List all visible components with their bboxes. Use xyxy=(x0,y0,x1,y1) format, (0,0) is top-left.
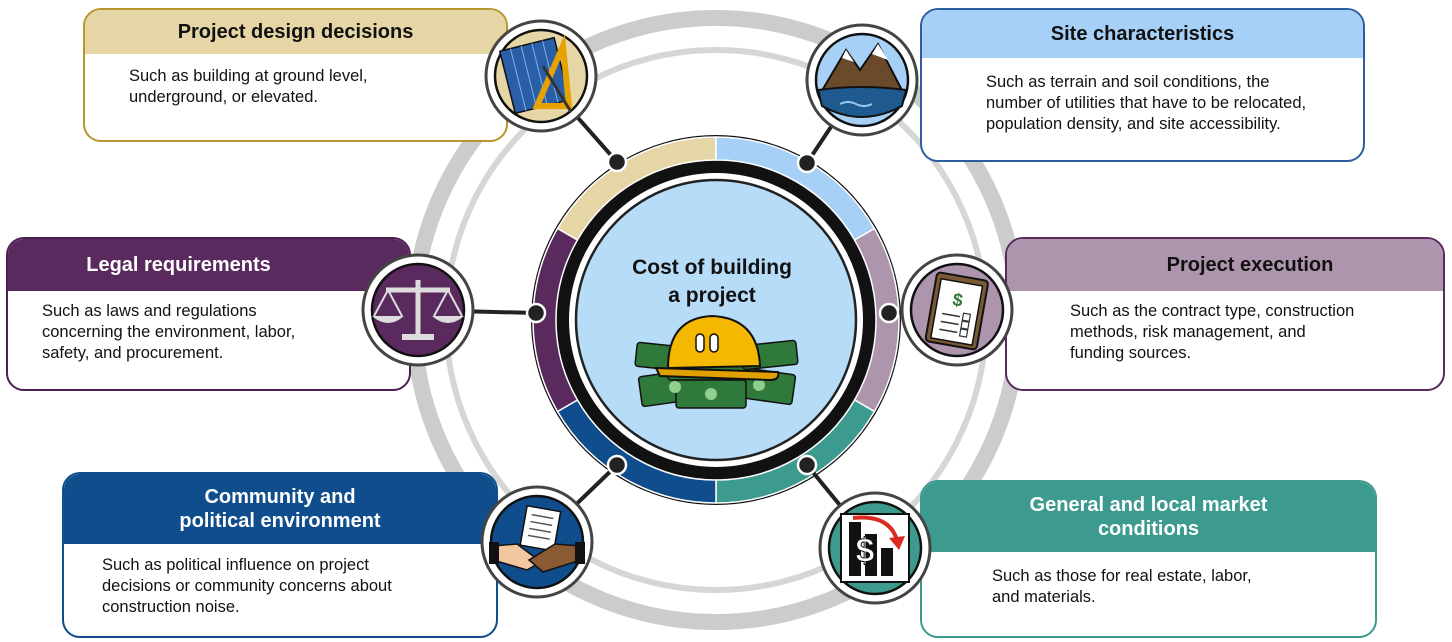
description-line: population density, and site accessibili… xyxy=(986,115,1281,133)
description-line: Such as the contract type, construction xyxy=(1070,302,1355,320)
description-line: Such as building at ground level, xyxy=(129,67,368,85)
card-project-execution: Project execution Such as the contract t… xyxy=(1005,237,1445,391)
description-line: concerning the environment, labor, xyxy=(42,323,296,341)
title-line: political environment xyxy=(179,510,381,532)
center-title-line1: Cost of building xyxy=(632,256,792,279)
description-line: funding sources. xyxy=(1070,344,1192,362)
center-title-line2: a project xyxy=(668,284,756,307)
description-line: underground, or elevated. xyxy=(129,88,318,106)
title-line: Site characteristics xyxy=(1050,23,1235,45)
description-line: safety, and procurement. xyxy=(42,344,224,362)
title-line: Project execution xyxy=(1166,254,1334,276)
card-community-political: Community and political environment Such… xyxy=(62,472,498,638)
card-description: Such as those for real estate, labor, an… xyxy=(922,552,1375,608)
description-line: and materials. xyxy=(992,588,1096,606)
title-line: conditions xyxy=(1097,518,1200,540)
description-line: decisions or community concerns about xyxy=(102,577,392,595)
card-title: Community and political environment xyxy=(64,474,496,544)
title-line: General and local market xyxy=(1029,494,1268,516)
ring-segment-legal xyxy=(532,227,579,413)
card-title: General and local market conditions xyxy=(922,482,1375,552)
card-description: Such as political influence on project d… xyxy=(64,544,496,618)
title-line: Community and xyxy=(204,486,356,508)
description-line: Such as those for real estate, labor, xyxy=(992,567,1252,585)
card-site-characteristics: Site characteristics Such as terrain and… xyxy=(920,8,1365,162)
card-legal-requirements: Legal requirements Such as laws and regu… xyxy=(6,237,411,391)
title-line: Legal requirements xyxy=(86,254,271,276)
description-line: Such as terrain and soil conditions, the xyxy=(986,73,1270,91)
card-description: Such as terrain and soil conditions, the… xyxy=(922,58,1363,135)
card-project-design: Project design decisions Such as buildin… xyxy=(83,8,508,142)
description-line: methods, risk management, and xyxy=(1070,323,1306,341)
card-title: Legal requirements xyxy=(8,239,409,291)
card-title: Project execution xyxy=(1007,239,1443,291)
description-line: Such as political influence on project xyxy=(102,556,369,574)
description-line: number of utilities that have to be relo… xyxy=(986,94,1307,112)
card-description: Such as the contract type, construction … xyxy=(1007,291,1443,364)
card-title: Project design decisions xyxy=(85,10,506,54)
description-line: construction noise. xyxy=(102,598,240,616)
title-line: Project design decisions xyxy=(177,21,414,43)
money-hardhat-icon xyxy=(634,314,799,409)
card-market-conditions: General and local market conditions Such… xyxy=(920,480,1377,638)
card-description: Such as laws and regulations concerning … xyxy=(8,291,409,364)
description-line: Such as laws and regulations xyxy=(42,302,257,320)
card-title: Site characteristics xyxy=(922,10,1363,58)
card-description: Such as building at ground level, underg… xyxy=(85,54,506,108)
